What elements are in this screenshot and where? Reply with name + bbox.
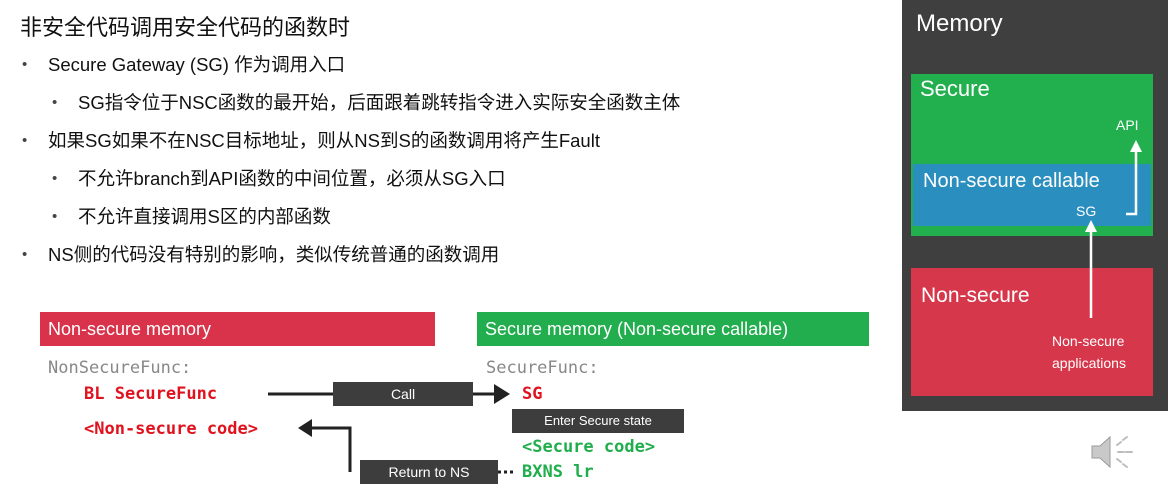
api-label: API [1116, 117, 1139, 133]
nonsecure-func-label: NonSecureFunc: [48, 358, 192, 378]
bullet-dot: • [52, 170, 58, 187]
apps-label-line1: Non-secure [1052, 333, 1125, 349]
enter-secure-state-box: Enter Secure state [512, 409, 684, 433]
bullet-item: • SG指令位于NSC函数的最开始，后面跟着跳转指令进入实际安全函数主体 [20, 84, 880, 122]
nonsecure-region [911, 268, 1153, 396]
call-box: Call [333, 382, 473, 406]
sg-label: SG [1076, 203, 1097, 219]
memory-title: Memory [916, 10, 1003, 37]
bullet-item: • Secure Gateway (SG) 作为调用入口 [20, 46, 880, 84]
bullet-dot: • [22, 132, 28, 149]
bullet-dot: • [22, 56, 28, 73]
bullet-item: • NS侧的代码没有特别的影响，类似传统普通的函数调用 [20, 236, 880, 274]
bullet-item: • 如果SG如果不在NSC目标地址，则从NS到S的函数调用将产生Fault [20, 122, 880, 160]
sg-instruction: SG [522, 384, 543, 404]
call-arrow-head [494, 384, 510, 404]
bullet-dot: • [52, 94, 58, 111]
nsc-region [913, 164, 1151, 226]
secure-label: Secure [920, 76, 990, 101]
return-to-ns-box: Return to NS [360, 460, 498, 484]
slide-title: 非安全代码调用安全代码的函数时 [20, 15, 351, 40]
secure-func-label: SecureFunc: [486, 358, 599, 378]
bullet-item: • 不允许直接调用S区的内部函数 [20, 198, 880, 236]
secure-memory-header: Secure memory (Non-secure callable) [477, 312, 869, 346]
bxns-instruction: BXNS lr [522, 462, 594, 482]
nonsecure-label: Non-secure [921, 284, 1030, 307]
bullet-item: • 不允许branch到API函数的中间位置，必须从SG入口 [20, 160, 880, 198]
apps-label-line2: applications [1052, 355, 1126, 371]
nonsecure-code-label: <Non-secure code> [84, 419, 258, 439]
speaker-icon[interactable] [1090, 432, 1136, 472]
nsc-label: Non-secure callable [923, 170, 1100, 192]
return-arrow-head [298, 419, 312, 437]
bullet-text: Secure Gateway (SG) 作为调用入口 [48, 54, 346, 75]
bullet-text: NS侧的代码没有特别的影响，类似传统普通的函数调用 [48, 244, 500, 265]
bullet-text: 不允许branch到API函数的中间位置，必须从SG入口 [78, 168, 506, 189]
bullet-text: 如果SG如果不在NSC目标地址，则从NS到S的函数调用将产生Fault [48, 130, 600, 151]
bullet-list: • Secure Gateway (SG) 作为调用入口 • SG指令位于NSC函数… [20, 46, 880, 274]
bullet-text: SG指令位于NSC函数的最开始，后面跟着跳转指令进入实际安全函数主体 [78, 92, 681, 113]
nonsecure-memory-header: Non-secure memory [40, 312, 435, 346]
secure-code-label: <Secure code> [522, 437, 656, 457]
bullet-text: 不允许直接调用S区的内部函数 [78, 206, 331, 227]
bullet-dot: • [52, 208, 58, 225]
bl-securefunc-code: BL SecureFunc [84, 384, 218, 404]
bullet-dot: • [22, 246, 28, 263]
